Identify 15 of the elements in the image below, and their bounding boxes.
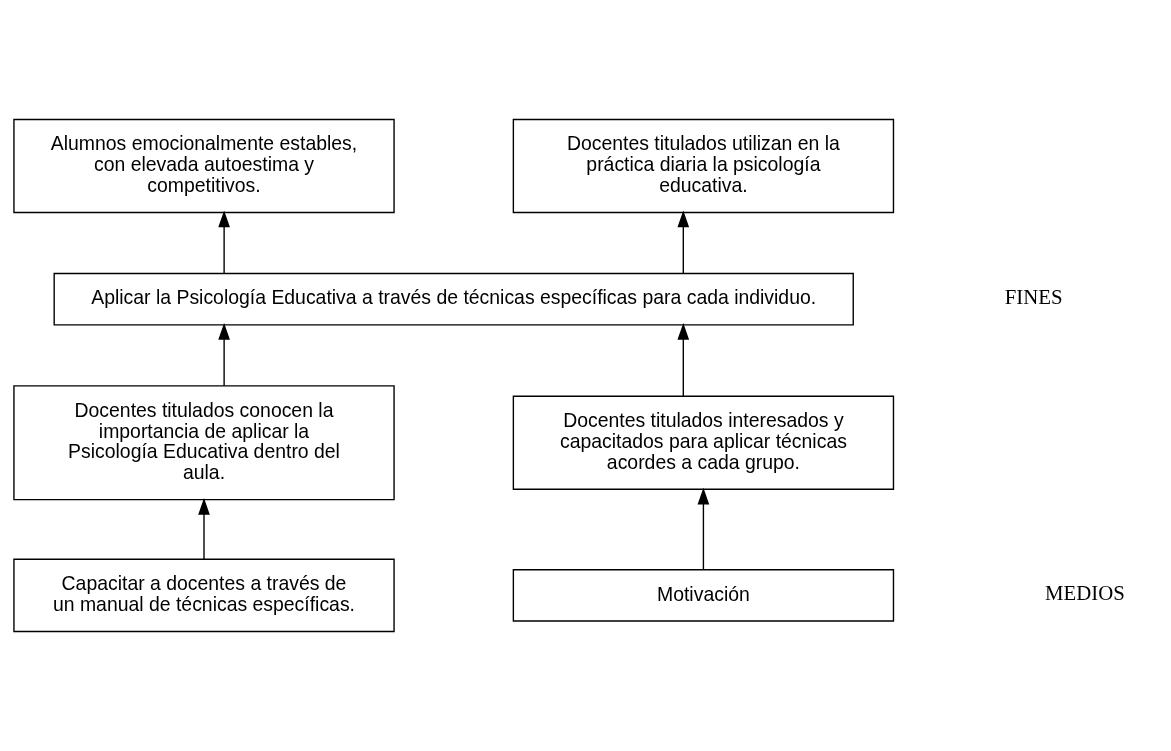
node-box: Docentes titulados utilizan en la práctica diaria la psicología educativa.	[512, 118, 895, 214]
arrow	[218, 210, 230, 275]
arrow	[697, 487, 710, 571]
arrow	[198, 498, 210, 560]
arrow	[218, 323, 230, 387]
node-box: Capacitar a docentes a través de un manual de técnicas específicas.	[13, 558, 395, 633]
arrow	[677, 323, 690, 397]
label: MEDIOS	[1045, 581, 1125, 605]
node-box: Motivación	[512, 569, 895, 622]
label: FINES	[1004, 285, 1063, 309]
node-box: Alumnos emocionalmente estables, con elevada autoestima y competitivos.	[13, 118, 395, 214]
node-box: Aplicar la Psicología Educativa a través de técnicas específicas para cada individuo.	[53, 272, 854, 326]
node-box: Docentes titulados interesados y capacitados para aplicar técnicas acordes a cada grupo.	[512, 395, 895, 490]
arrow	[677, 210, 690, 275]
node-box: Docentes titulados conocen la importancia de aplicar la Psicología Educativa dentro del aula.	[13, 385, 395, 501]
